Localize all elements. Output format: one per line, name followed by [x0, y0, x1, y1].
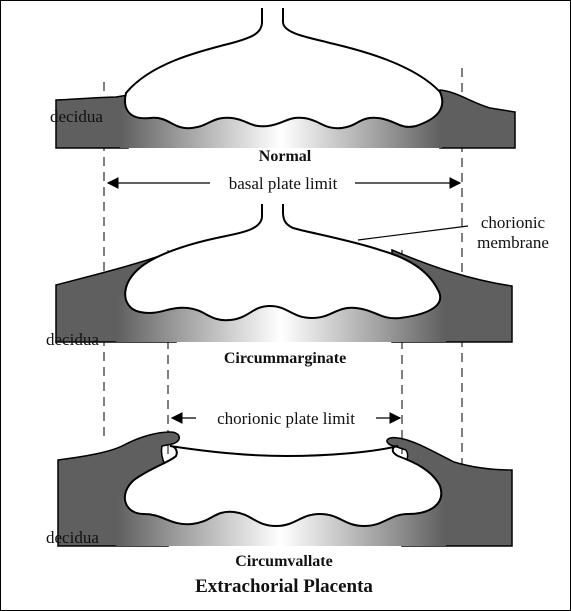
- circummarginate-decidua-label: decidua: [46, 330, 99, 349]
- chorionic-plate-limit-label: chorionic plate limit: [217, 409, 355, 428]
- panel-circumvallate: decidua Circumvallate: [46, 431, 513, 570]
- normal-panel-title: Normal: [259, 148, 312, 165]
- basal-plate-limit-label: basal plate limit: [229, 174, 338, 193]
- circumvallate-decidua-label: decidua: [46, 528, 99, 547]
- normal-decidua-right: [439, 89, 516, 149]
- chorionic-membrane-label-line2: membrane: [477, 233, 549, 252]
- chorionic-membrane-label-line1: chorionic: [481, 213, 546, 232]
- chorionic-membrane-annotation: chorionic membrane: [357, 213, 549, 252]
- panel-circummarginate: decidua Circummarginate: [46, 204, 513, 367]
- circummarginate-panel-title: Circummarginate: [224, 350, 346, 367]
- circumvallate-panel-title: Circumvallate: [235, 553, 332, 570]
- circummarginate-placenta-body: [124, 204, 442, 322]
- circumvallate-placenta-body: [123, 445, 443, 528]
- normal-decidua-left: [55, 94, 129, 149]
- chorionic-membrane-leader: [357, 225, 469, 241]
- figure-title: Extrachorial Placenta: [195, 576, 373, 597]
- panel-normal: decidua Normal: [50, 8, 516, 165]
- basal-plate-limit-annotation: basal plate limit: [106, 174, 462, 193]
- normal-decidua-label: decidua: [50, 107, 103, 126]
- chorionic-plate-limit-annotation: chorionic plate limit: [170, 409, 402, 428]
- normal-placenta-body: [124, 8, 444, 130]
